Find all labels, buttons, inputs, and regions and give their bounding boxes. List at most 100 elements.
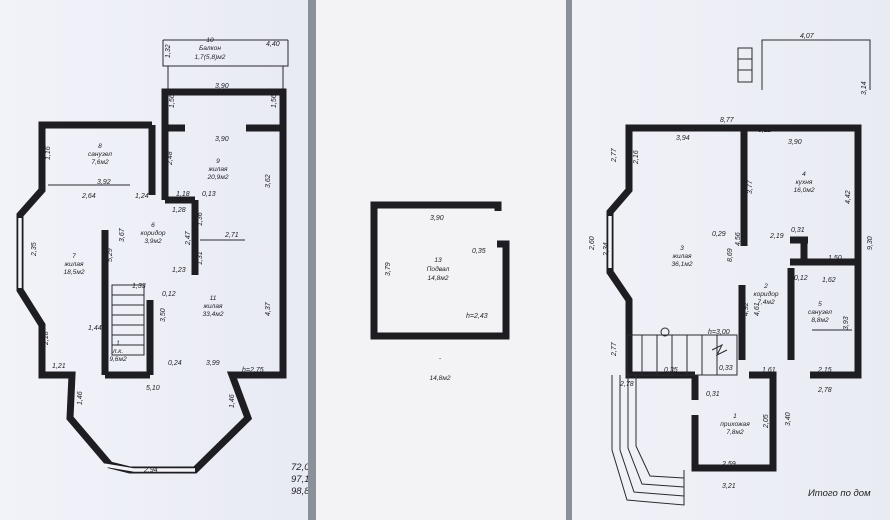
total-label: Итого по дом bbox=[808, 488, 871, 499]
room-label-balcony: 10 Балкон 1,7(5,8)м2 bbox=[195, 37, 226, 61]
inner-walls bbox=[48, 124, 245, 379]
svg-text:3,40: 3,40 bbox=[785, 412, 792, 426]
svg-text:4: 4 bbox=[802, 171, 806, 178]
svg-text:8,8м2: 8,8м2 bbox=[811, 317, 829, 324]
svg-text:Подвал: Подвал bbox=[427, 265, 450, 273]
svg-text:3,79: 3,79 bbox=[385, 262, 392, 276]
balcony bbox=[162, 39, 289, 92]
svg-text:3,90: 3,90 bbox=[215, 136, 229, 143]
outer-walls bbox=[606, 124, 862, 472]
svg-text:2,47: 2,47 bbox=[185, 230, 192, 246]
svg-text:0,12: 0,12 bbox=[794, 275, 808, 282]
svg-text:3,21: 3,21 bbox=[722, 483, 736, 490]
svg-text:8,69: 8,69 bbox=[727, 248, 734, 262]
svg-text:2,77: 2,77 bbox=[611, 341, 618, 357]
svg-text:1,44: 1,44 bbox=[88, 325, 102, 332]
svg-text:13: 13 bbox=[434, 257, 442, 264]
basement-dimensions: 3,90 3,79 0,35 h=2,43 bbox=[385, 215, 488, 320]
plan-sheet-1: 10 Балкон 1,7(5,8)м2 8 санузел 7,6м2 9 ж… bbox=[0, 0, 308, 520]
basement-marker: - bbox=[439, 355, 442, 362]
svg-text:1,46: 1,46 bbox=[77, 391, 84, 405]
svg-text:2,77: 2,77 bbox=[611, 147, 618, 163]
svg-text:3: 3 bbox=[680, 245, 684, 252]
svg-text:1,7(5,8)м2: 1,7(5,8)м2 bbox=[195, 54, 226, 61]
inner-walls bbox=[691, 130, 858, 400]
staircase bbox=[111, 284, 145, 356]
svg-text:3,99: 3,99 bbox=[206, 360, 220, 367]
svg-text:10: 10 bbox=[206, 37, 214, 44]
svg-text:Балкон: Балкон bbox=[199, 45, 221, 52]
room-label-bathroom: 8 санузел 7,6м2 bbox=[88, 143, 112, 166]
svg-text:5: 5 bbox=[818, 301, 822, 308]
svg-text:h=2,75: h=2,75 bbox=[242, 367, 264, 374]
svg-text:4,07: 4,07 bbox=[800, 33, 815, 40]
svg-text:7: 7 bbox=[72, 253, 76, 260]
svg-text:98,8: 98,8 bbox=[291, 486, 308, 497]
room-label-bathroom: 5 санузел 8,8м2 bbox=[808, 301, 832, 324]
svg-text:прихожая: прихожая bbox=[720, 421, 750, 428]
svg-text:2,94: 2,94 bbox=[143, 467, 158, 474]
svg-text:1,50: 1,50 bbox=[828, 255, 842, 262]
svg-text:0,31: 0,31 bbox=[706, 391, 720, 398]
svg-text:7,4м2: 7,4м2 bbox=[757, 299, 775, 306]
svg-text:1,24: 1,24 bbox=[135, 193, 149, 200]
svg-text:3,50: 3,50 bbox=[160, 308, 167, 322]
svg-text:жилая: жилая bbox=[202, 303, 223, 310]
svg-text:1,23: 1,23 bbox=[172, 267, 186, 274]
svg-text:2,48: 2,48 bbox=[167, 151, 174, 166]
room-label-living-3: 3 жилая 36,1м2 bbox=[671, 245, 692, 268]
svg-text:0,33: 0,33 bbox=[719, 365, 733, 372]
svg-text:18,5м2: 18,5м2 bbox=[63, 269, 84, 276]
svg-text:3,93: 3,93 bbox=[843, 316, 850, 330]
svg-text:санузел: санузел bbox=[808, 309, 832, 316]
svg-text:л.к.: л.к. bbox=[112, 348, 124, 355]
svg-text:36,1м2: 36,1м2 bbox=[671, 261, 692, 268]
svg-text:0,11: 0,11 bbox=[758, 127, 771, 134]
svg-text:8: 8 bbox=[98, 143, 102, 150]
svg-text:9,6м2: 9,6м2 bbox=[109, 356, 127, 363]
room-label-kitchen: 4 кухня 16,0м2 bbox=[793, 171, 814, 194]
area-totals: 72,0 97,1 98,8 bbox=[291, 462, 308, 497]
svg-text:9,30: 9,30 bbox=[867, 236, 874, 250]
svg-text:3,90: 3,90 bbox=[215, 83, 229, 90]
svg-text:3,9м2: 3,9м2 bbox=[144, 238, 162, 245]
svg-text:16,0м2: 16,0м2 bbox=[793, 187, 814, 194]
svg-text:1: 1 bbox=[733, 413, 737, 420]
svg-text:0,12: 0,12 bbox=[162, 291, 176, 298]
basement-total: 14,8м2 bbox=[429, 375, 450, 382]
svg-text:1,62: 1,62 bbox=[822, 277, 836, 284]
svg-text:2,15: 2,15 bbox=[817, 367, 832, 374]
svg-text:h=3,00: h=3,00 bbox=[708, 329, 730, 336]
svg-text:3,94: 3,94 bbox=[676, 135, 690, 142]
svg-text:h=2,43: h=2,43 bbox=[466, 313, 488, 320]
svg-text:7,6м2: 7,6м2 bbox=[91, 159, 109, 166]
svg-text:1,61: 1,61 bbox=[762, 367, 776, 374]
plan-sheet-3: 4 кухня 16,0м2 3 жилая 36,1м2 2 коридор … bbox=[572, 0, 890, 520]
svg-text:4,40: 4,40 bbox=[266, 41, 280, 48]
svg-text:33,4м2: 33,4м2 bbox=[202, 311, 223, 318]
svg-text:2,18: 2,18 bbox=[43, 331, 50, 346]
svg-text:0,35: 0,35 bbox=[472, 248, 486, 255]
svg-text:1,18: 1,18 bbox=[176, 191, 190, 198]
svg-text:2,35: 2,35 bbox=[31, 242, 38, 257]
floor-plan-basement: 13 Подвал 14,8м2 3,90 3,79 0,35 h=2,43 -… bbox=[370, 201, 510, 382]
entry-steps bbox=[611, 375, 685, 506]
svg-text:2,34: 2,34 bbox=[603, 242, 610, 257]
svg-text:14,8м2: 14,8м2 bbox=[427, 275, 448, 282]
svg-text:2,60: 2,60 bbox=[589, 236, 596, 251]
room-label-living-7: 7 жилая 18,5м2 bbox=[63, 253, 84, 276]
room-label-stair: 1 л.к. 9,6м2 bbox=[109, 340, 127, 363]
floor-plan-3: 4 кухня 16,0м2 3 жилая 36,1м2 2 коридор … bbox=[589, 33, 874, 506]
floor-plan-1: 10 Балкон 1,7(5,8)м2 8 санузел 7,6м2 9 ж… bbox=[16, 37, 308, 497]
svg-text:4,56: 4,56 bbox=[735, 232, 742, 246]
room-label-living-11: 11 жилая 33,4м2 bbox=[202, 295, 223, 318]
svg-text:1,56: 1,56 bbox=[169, 94, 176, 108]
svg-text:0,29: 0,29 bbox=[712, 231, 726, 238]
svg-text:жилая: жилая bbox=[207, 166, 228, 173]
svg-text:2,19: 2,19 bbox=[769, 233, 784, 240]
svg-text:коридор: коридор bbox=[140, 229, 165, 237]
svg-text:2,05: 2,05 bbox=[763, 414, 770, 429]
svg-text:1,46: 1,46 bbox=[229, 394, 236, 408]
svg-text:3,14: 3,14 bbox=[861, 81, 868, 95]
